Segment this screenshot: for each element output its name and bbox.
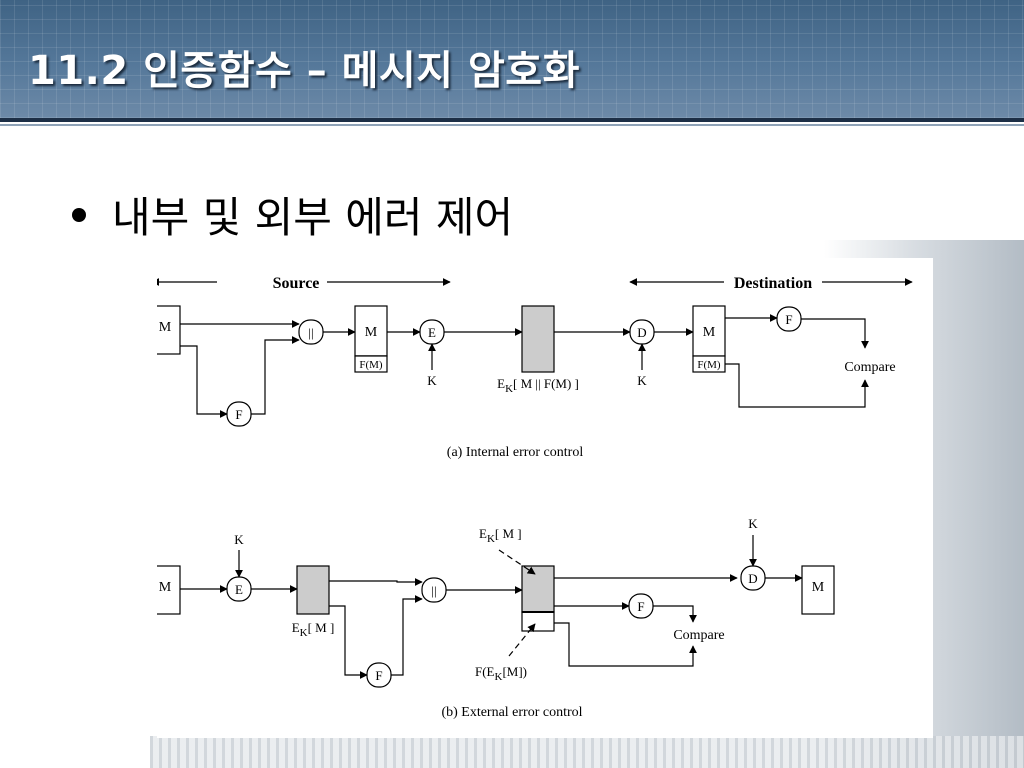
background-stripes: [150, 736, 1024, 768]
bullet-text: 내부 및 외부 에러 제어: [112, 193, 514, 242]
hash-function-label: F: [785, 312, 792, 327]
error-control-diagram: Source Destination M F || M F(M): [157, 275, 913, 720]
ciphertext-callout-e: E: [479, 526, 487, 541]
internal-error-control: Source Destination M F || M F(M): [157, 275, 913, 460]
bullet-icon: [72, 207, 86, 222]
key-label: K: [234, 532, 244, 547]
hash-field-label: F(M): [359, 359, 383, 371]
hash-field: [354, 355, 388, 373]
arrow: [725, 363, 869, 408]
hash-callout-k: K: [495, 671, 503, 683]
arrow: [329, 578, 423, 586]
title-rule-thin: [0, 124, 1024, 126]
title-band: [0, 0, 1024, 118]
message-label: M: [703, 325, 716, 340]
ciphertext-label-e: E: [497, 376, 505, 391]
ciphertext-label-k: K: [505, 383, 513, 395]
arrow: [391, 595, 423, 676]
compare-label: Compare: [673, 628, 724, 643]
decrypt-label: D: [748, 571, 757, 586]
message-label: M: [365, 325, 378, 340]
encrypt-label: E: [428, 325, 436, 340]
title-rule: [0, 118, 1024, 122]
encrypt-label: E: [235, 582, 243, 597]
ciphertext-callout-rest: [ M ]: [495, 526, 522, 541]
ciphertext-label-rest: [ M ]: [308, 620, 335, 635]
key-label: K: [427, 373, 437, 388]
arrow: [329, 605, 368, 679]
bullet-item: 내부 및 외부 에러 제어: [72, 184, 513, 245]
caption-external: (b) External error control: [441, 705, 582, 720]
caption-internal: (a) Internal error control: [447, 445, 584, 460]
ciphertext-label: EK[ M || F(M) ]: [497, 376, 579, 395]
message-box: [157, 305, 181, 355]
concat-label: ||: [431, 583, 436, 598]
source-label: Source: [273, 275, 320, 292]
hash-function-label: F: [375, 668, 382, 683]
compare-label: Compare: [844, 360, 895, 375]
ciphertext-label-e: E: [292, 620, 300, 635]
hash-field-label: F(M): [697, 359, 721, 371]
ciphertext-label-k: K: [300, 627, 308, 639]
message-label: M: [159, 320, 172, 335]
slide-title: 11.2 인증함수 – 메시지 암호화: [28, 48, 580, 94]
transmitted-hash-field: [521, 611, 555, 632]
source-range: Source: [157, 275, 451, 292]
hash-callout-pre: F(E: [475, 664, 495, 679]
transmitted-ciphertext-box: [521, 565, 555, 613]
concat-label: ||: [308, 325, 313, 340]
decrypt-label: D: [637, 325, 646, 340]
callout-leader: [498, 549, 536, 575]
destination-label: Destination: [734, 275, 812, 292]
arrow: [251, 336, 300, 415]
arrow: [180, 345, 228, 418]
hash-function-label: F: [235, 407, 242, 422]
hash-callout-rest: [M]): [502, 664, 527, 679]
arrow: [801, 318, 869, 349]
ciphertext-label: EK[ M ]: [292, 620, 335, 639]
arrow: [653, 605, 697, 623]
recovered-message-box: [801, 565, 835, 615]
external-error-control: M E K EK[ M ] F || EK[ M ] F(EK[M]): [157, 516, 835, 720]
hash-function-label: F: [637, 599, 644, 614]
destination-range: Destination: [629, 275, 913, 292]
arrow: [554, 622, 697, 667]
ciphertext-callout-k: K: [487, 533, 495, 545]
message-label: M: [159, 580, 172, 595]
ciphertext-box: [296, 565, 330, 615]
ciphertext-callout: EK[ M ]: [479, 526, 522, 545]
key-label: K: [637, 373, 647, 388]
ciphertext-label-rest: [ M || F(M) ]: [513, 376, 579, 391]
message-box: [157, 565, 181, 615]
callout-leader: [508, 623, 536, 657]
hash-callout: F(EK[M]): [475, 664, 527, 683]
ciphertext-box: [521, 305, 555, 373]
figure-panel: Source Destination M F || M F(M): [157, 258, 933, 738]
key-label: K: [748, 516, 758, 531]
message-label: M: [812, 580, 825, 595]
